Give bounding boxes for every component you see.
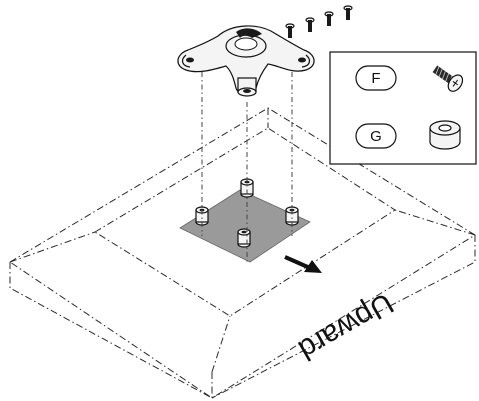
spacer-ring-icon <box>237 228 251 248</box>
legend-letter-g: G <box>370 128 382 145</box>
legend-badge-f <box>355 65 397 91</box>
parts-legend: F G <box>329 51 477 165</box>
screw-icon <box>432 65 464 92</box>
upward-label: Upward <box>293 286 399 366</box>
mounting-plate <box>179 189 311 263</box>
screw-icon <box>343 5 353 20</box>
screw-icon <box>324 11 334 26</box>
spacer-ring-icon <box>429 120 461 150</box>
upward-arrow-icon <box>284 255 322 273</box>
hub-mount <box>177 25 315 97</box>
ceiling-panel <box>9 107 476 399</box>
screw-icon <box>305 17 315 32</box>
screw-icon <box>285 23 295 38</box>
legend-letter-f: F <box>371 70 380 87</box>
legend-badge-g <box>355 123 397 149</box>
alignment-guides <box>201 72 293 262</box>
